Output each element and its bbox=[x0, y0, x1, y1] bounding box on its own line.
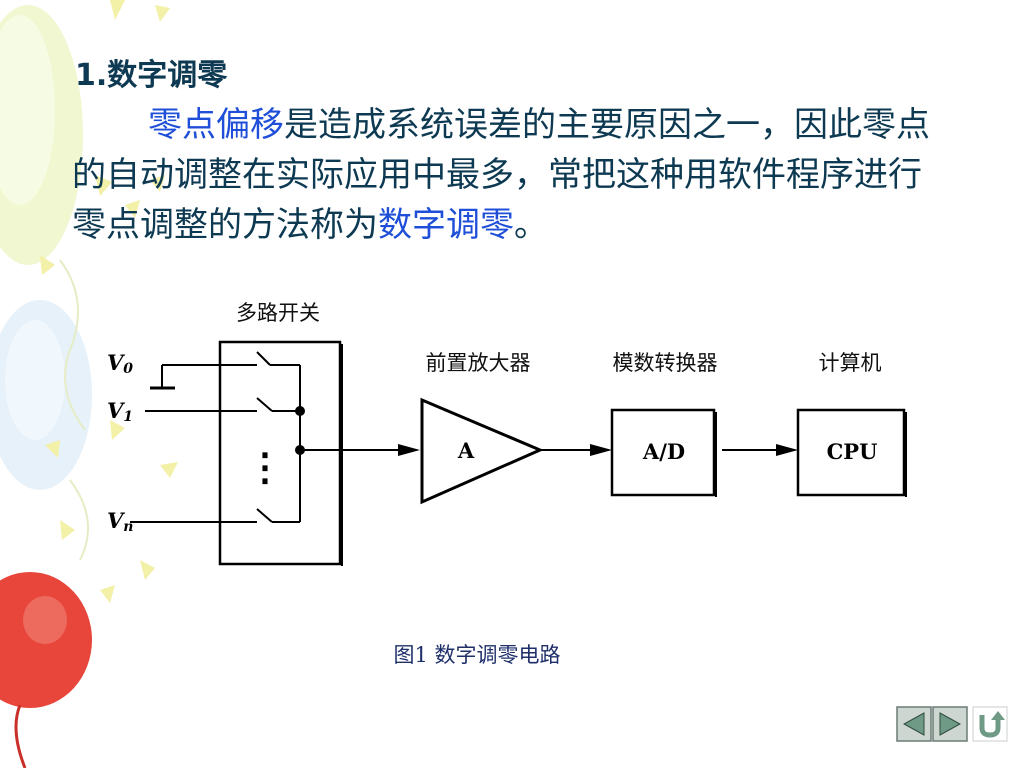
slide-heading: 1.数字调零 bbox=[75, 58, 228, 93]
highlight-zero-offset: 零点偏移 bbox=[148, 105, 284, 145]
blue-balloon bbox=[0, 300, 92, 490]
adc-label: 模数转换器 bbox=[613, 351, 718, 375]
amplifier-triangle bbox=[420, 397, 544, 505]
ellipsis-symbol: ⋮ bbox=[246, 444, 284, 489]
confetti bbox=[40, 0, 178, 603]
nav-arrows bbox=[896, 706, 968, 742]
input-label-vn: Vn bbox=[107, 508, 133, 535]
forward-arrow-icon[interactable] bbox=[932, 706, 968, 742]
figure-caption: 图1 数字调零电路 bbox=[393, 643, 560, 667]
amplifier-symbol: A bbox=[457, 438, 475, 463]
slide-paragraph: 零点偏移是造成系统误差的主要原因之一，因此零点的自动调整在实际应用中最多，常把这… bbox=[72, 100, 952, 250]
arrow-to-cpu bbox=[776, 444, 798, 456]
arrow-to-amplifier bbox=[398, 444, 420, 456]
ground-symbol bbox=[150, 364, 257, 390]
arrow-to-adc bbox=[590, 444, 612, 456]
paragraph-end: 。 bbox=[514, 205, 548, 245]
multiplexer-switch-box bbox=[218, 340, 343, 566]
streamers bbox=[59, 259, 89, 561]
green-balloon bbox=[0, 5, 83, 265]
return-icon[interactable] bbox=[972, 706, 1008, 742]
mux-label: 多路开关 bbox=[236, 301, 320, 325]
paragraph-text: 是造成系统误差的主要原因之一，因此零点的自动调整在实际应用中最多，常把这种用软件… bbox=[72, 105, 930, 245]
cpu-box bbox=[796, 408, 907, 497]
switch-wiring bbox=[130, 351, 398, 523]
highlight-digital-zeroing: 数字调零 bbox=[378, 205, 514, 245]
input-label-v1: V1 bbox=[107, 398, 133, 425]
cpu-label: 计算机 bbox=[819, 351, 882, 375]
junction-dots bbox=[295, 406, 305, 455]
adc-box bbox=[610, 408, 717, 497]
amplifier-label: 前置放大器 bbox=[426, 351, 531, 375]
red-balloon bbox=[0, 572, 92, 768]
input-label-v0: V0 bbox=[107, 350, 133, 377]
cpu-symbol: CPU bbox=[827, 439, 878, 464]
adc-symbol: A/D bbox=[642, 439, 685, 464]
back-arrow-icon[interactable] bbox=[896, 706, 932, 742]
